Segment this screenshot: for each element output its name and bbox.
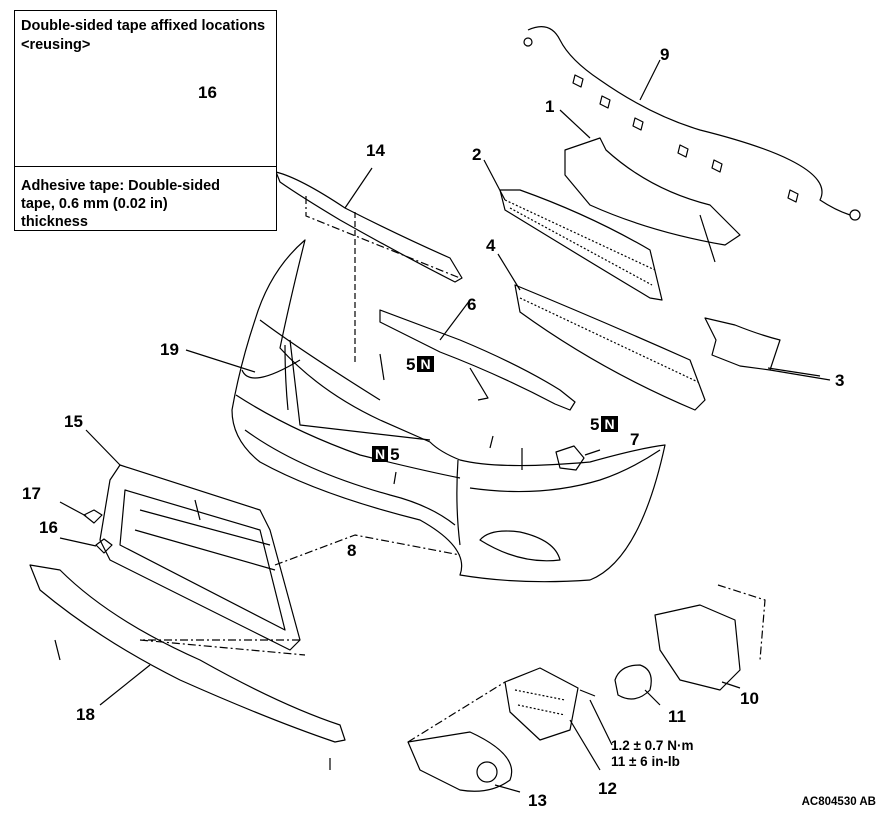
callout-15: 15 xyxy=(64,412,83,431)
n-mark-a: N xyxy=(417,356,434,372)
parts-16-17-clips xyxy=(59,501,113,554)
part-14-molding xyxy=(275,167,463,365)
callout-18: 18 xyxy=(76,705,95,724)
part-19-bumper-face xyxy=(231,239,666,583)
part-6-bracket xyxy=(379,299,576,411)
inset-note: Adhesive tape: Double-sided tape, 0.6 mm… xyxy=(21,177,271,231)
inset-title-line1: Double-sided tape affixed locations xyxy=(21,18,266,34)
torque-spec-metric: 1.2 ± 0.7 N·m xyxy=(611,738,694,753)
part-1-upper-bracket xyxy=(559,109,741,263)
torque-spec: 1.2 ± 0.7 N·m 11 ± 6 in-lb xyxy=(611,738,693,770)
callout-14: 14 xyxy=(366,141,385,160)
callout-1: 1 xyxy=(545,97,555,116)
inset-callout-16: 16 xyxy=(198,83,217,102)
callout-16: 16 xyxy=(39,518,58,537)
part-13-fog-bezel xyxy=(407,681,521,793)
figure-code: AC804530 AB xyxy=(801,796,876,808)
callout-5-b-number: 5 xyxy=(590,415,600,434)
callout-10: 10 xyxy=(740,689,759,708)
inset-title: Double-sided tape affixed locations <reu… xyxy=(21,17,265,55)
n-mark-c: N xyxy=(372,446,389,462)
part-10-fog-bracket xyxy=(654,584,766,691)
tape-locations-inset: Double-sided tape affixed locations <reu… xyxy=(14,10,277,231)
callout-17: 17 xyxy=(22,484,41,503)
n-mark-b: N xyxy=(601,416,618,432)
part-3-lower-bracket xyxy=(704,317,831,381)
callout-19: 19 xyxy=(160,340,179,359)
part-11-fog-lamp xyxy=(614,664,661,706)
part-15-grille xyxy=(85,429,461,651)
callout-8: 8 xyxy=(347,541,357,560)
callout-7: 7 xyxy=(630,430,640,449)
part-12-fog-grille xyxy=(504,667,613,771)
callout-9: 9 xyxy=(660,45,670,64)
inset-note-line1: Adhesive tape: Double-sided xyxy=(21,178,221,194)
part-7-sensor xyxy=(379,353,601,485)
callout-4: 4 xyxy=(486,236,496,255)
inset-note-line3: thickness xyxy=(21,214,88,230)
inset-note-line2: tape, 0.6 mm (0.02 in) xyxy=(21,196,168,212)
callout-12: 12 xyxy=(598,779,617,798)
part-4-lower-grille xyxy=(497,253,706,411)
torque-spec-imperial: 11 ± 6 in-lb xyxy=(611,754,680,769)
part-18-spoiler xyxy=(29,564,346,770)
part-2-grille-mesh xyxy=(483,159,663,301)
callout-11: 11 xyxy=(668,707,686,726)
callout-3: 3 xyxy=(835,371,845,390)
inset-title-line2: <reusing> xyxy=(21,37,91,53)
callout-5-a-number: 5 xyxy=(406,355,416,374)
callout-5-c-number: 5 xyxy=(390,445,400,464)
callout-6: 6 xyxy=(467,295,477,314)
callout-13: 13 xyxy=(528,791,547,810)
inset-divider xyxy=(15,166,276,167)
part-9-harness xyxy=(523,26,861,221)
callout-2: 2 xyxy=(472,145,482,164)
